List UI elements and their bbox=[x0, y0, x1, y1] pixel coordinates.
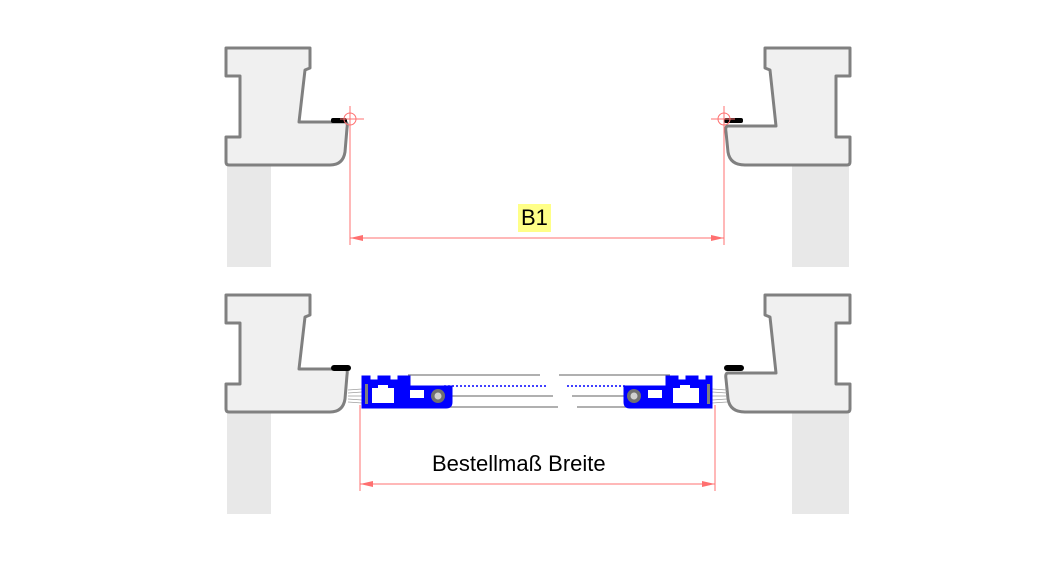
dimension-label-b1: B1 bbox=[518, 204, 551, 232]
brush-left bbox=[347, 388, 363, 404]
reference-mark-left bbox=[340, 106, 364, 245]
wall-right-bottom bbox=[792, 412, 849, 514]
screen-lines-left bbox=[408, 374, 558, 408]
dimension-line-order-width bbox=[360, 481, 715, 487]
seal-left-bottom bbox=[331, 365, 351, 371]
wall-left-bottom bbox=[227, 412, 271, 514]
seal-right-bottom bbox=[724, 365, 744, 371]
top-view bbox=[224, 46, 852, 267]
wall-left-top bbox=[227, 165, 271, 267]
screen-lines-right bbox=[559, 374, 670, 408]
frame-profile-right-top bbox=[724, 46, 852, 167]
brush-right bbox=[711, 388, 728, 404]
frame-profile-left-top bbox=[224, 46, 349, 167]
blind-profile-left bbox=[361, 375, 453, 409]
wall-right-top bbox=[792, 165, 849, 267]
blind-profile-right bbox=[623, 375, 713, 409]
frame-profile-right-bottom bbox=[724, 293, 852, 414]
frame-profile-left-bottom bbox=[224, 293, 349, 414]
bottom-view bbox=[224, 293, 852, 514]
reference-mark-right bbox=[711, 106, 735, 245]
dimension-line-b1 bbox=[350, 235, 724, 241]
dimension-label-order-width: Bestellmaß Breite bbox=[432, 451, 606, 476]
